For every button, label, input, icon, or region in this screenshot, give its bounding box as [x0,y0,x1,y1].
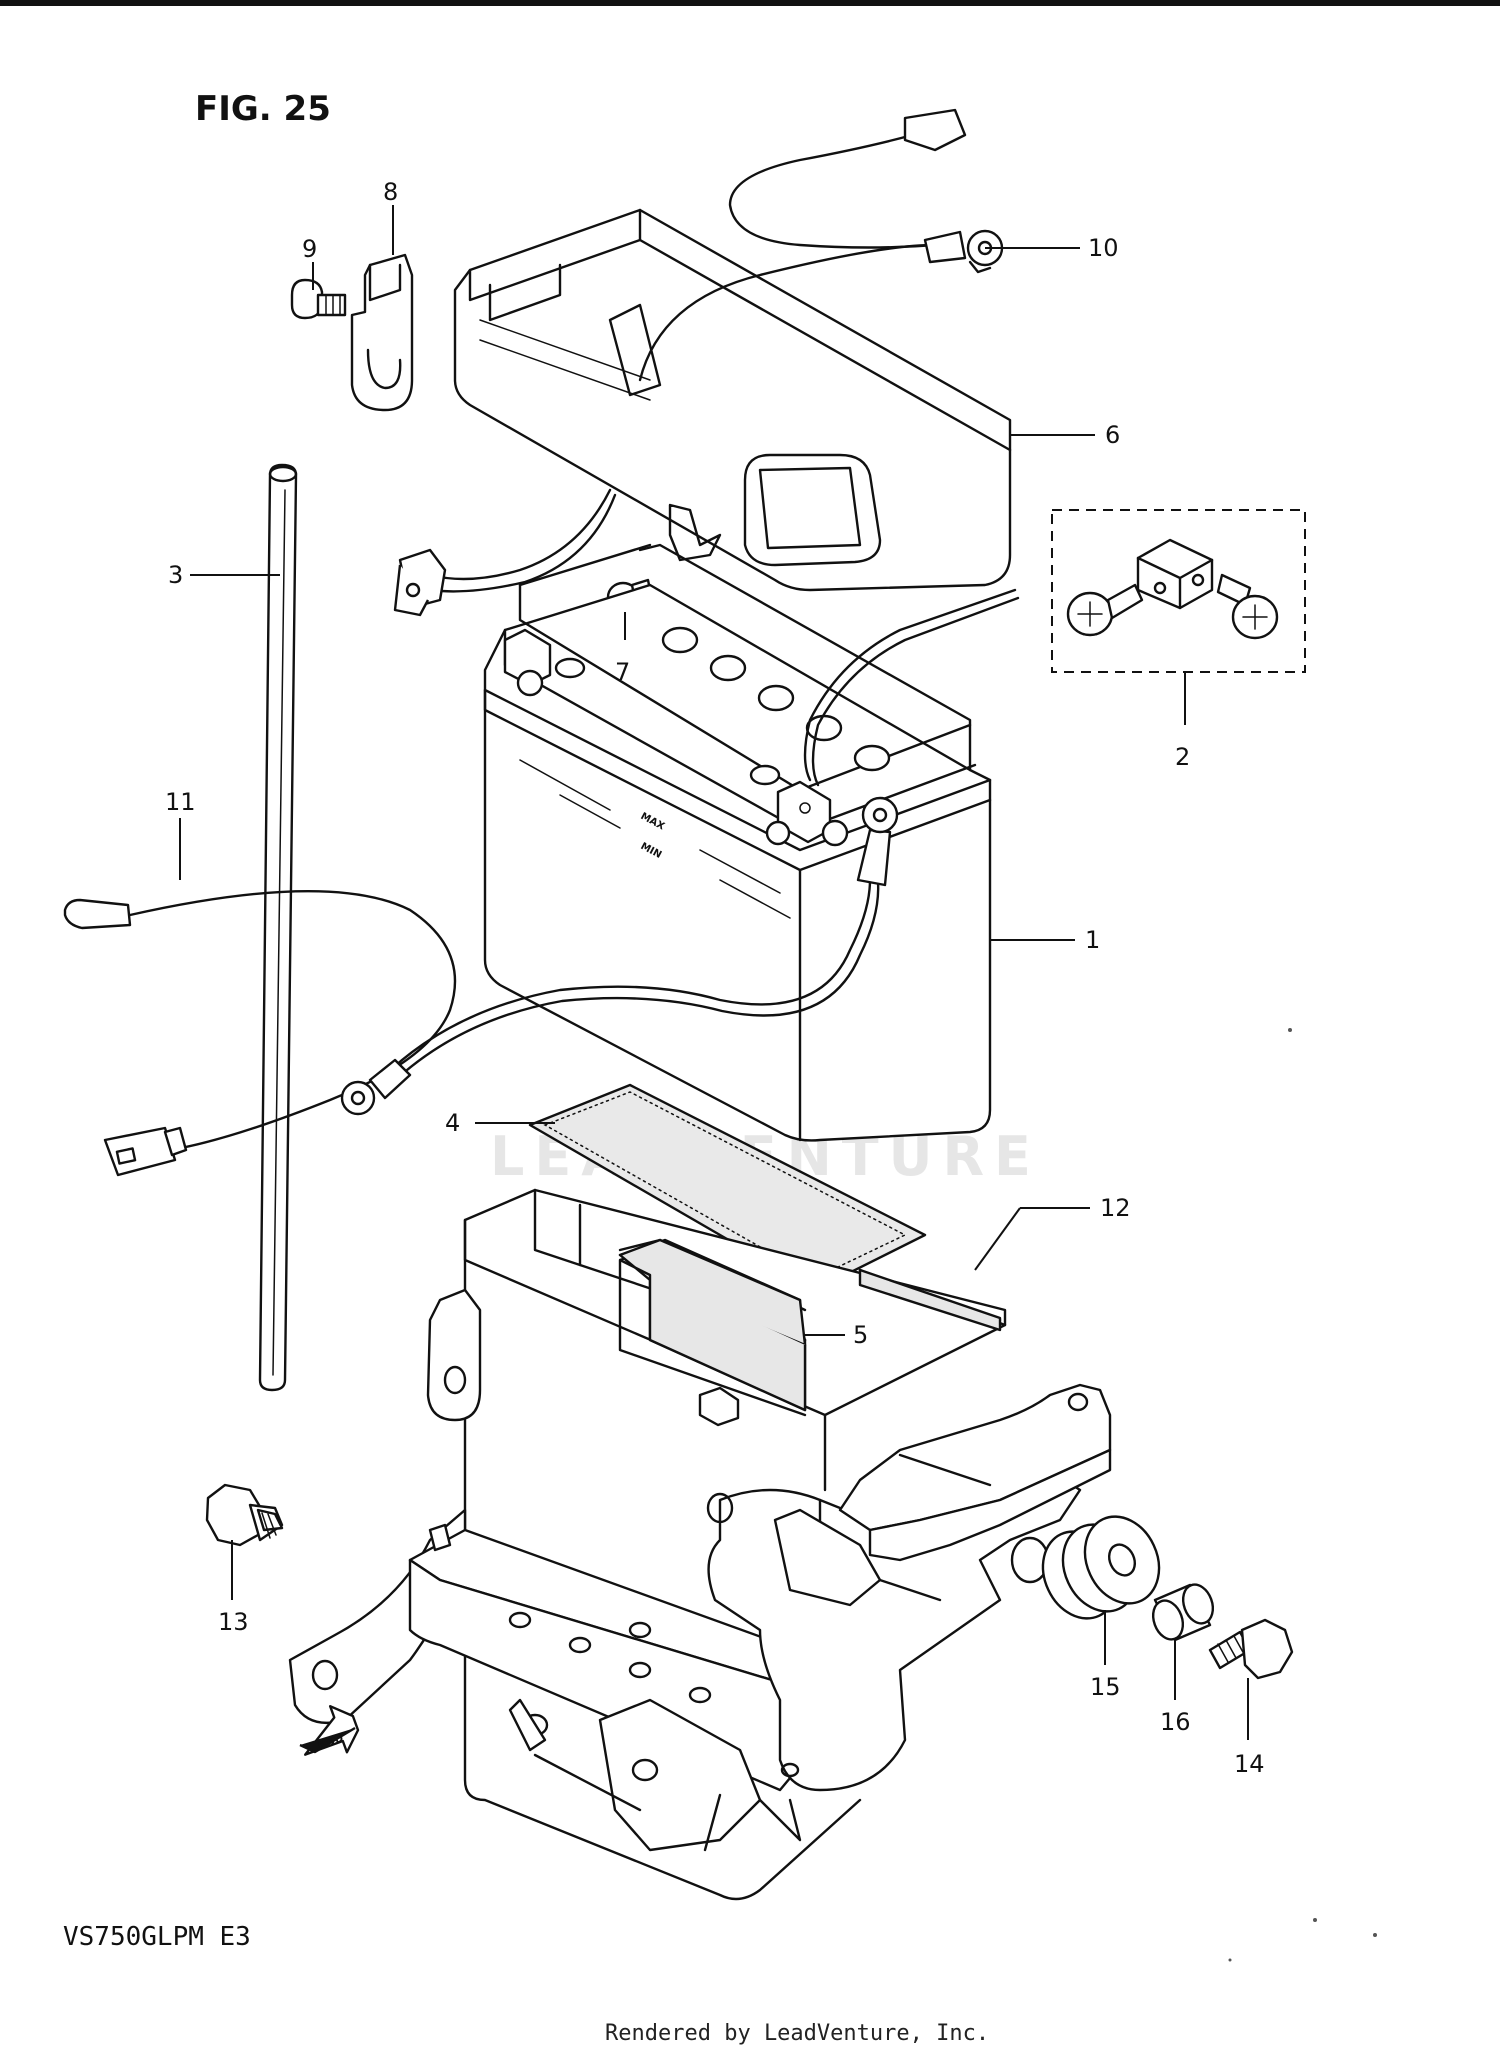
callout-11: 11 [165,788,196,816]
battery-cell-caps [554,626,891,786]
callout-7: 7 [615,658,630,686]
render-credit: Rendered by LeadVenture, Inc. [605,2021,989,2046]
callout-2: 2 [1175,743,1190,771]
part-4-pad[interactable] [528,1083,927,1292]
part-5-pad[interactable] [618,1238,1002,1412]
callout-10: 10 [1088,234,1119,262]
part-3-breather-tube[interactable] [258,463,298,1392]
part-2-terminal-bolt-set[interactable] [1051,509,1306,673]
battery-negative-cable[interactable] [393,488,617,617]
part-6-battery-cover[interactable] [453,208,1012,592]
terminal-bolt-left [1066,583,1144,637]
part-13-bolt[interactable] [205,1483,284,1547]
top-border [0,0,1500,6]
callout-15: 15 [1090,1673,1121,1701]
callout-1: 1 [1085,926,1100,954]
callout-16: 16 [1160,1708,1191,1736]
callout-13: 13 [218,1608,249,1636]
callout-14: 14 [1234,1750,1265,1778]
callout-3: 3 [168,561,183,589]
callout-5: 5 [853,1321,868,1349]
part-10-cable[interactable] [638,108,1004,382]
terminal-bolt-right [1216,573,1279,640]
battery-terminal-positive [765,780,849,847]
part-9-screw[interactable] [290,278,347,320]
forward-direction-arrow: FWD [299,1705,360,1756]
battery-terminal-negative [503,628,552,697]
part-11-harness-wire[interactable] [63,890,457,1177]
part-14-bolt[interactable] [1208,1618,1294,1680]
scan-specks [1228,1028,1377,1962]
holder-strap-bracket[interactable] [773,1383,1112,1607]
callout-4: 4 [445,1109,460,1137]
part-1-battery[interactable]: MAX MIN [483,543,1020,1142]
callout-6: 6 [1105,421,1120,449]
figure-label: FIG. 25 [195,89,331,129]
callout-9: 9 [302,235,317,263]
callout-labels: 1 2 3 4 5 6 7 8 9 10 11 12 13 14 15 16 [165,178,1265,1778]
leader-lines [179,205,1249,1740]
model-code: VS750GLPM E3 [63,1922,251,1952]
part-16-collar[interactable] [1148,1580,1218,1643]
part-8-clamp[interactable] [350,253,414,412]
ground-cable[interactable] [340,796,899,1116]
callout-12: 12 [1100,1194,1131,1222]
callout-8: 8 [383,178,398,206]
terminal-nut [1136,538,1214,610]
part-15-grommet[interactable] [1029,1504,1172,1630]
